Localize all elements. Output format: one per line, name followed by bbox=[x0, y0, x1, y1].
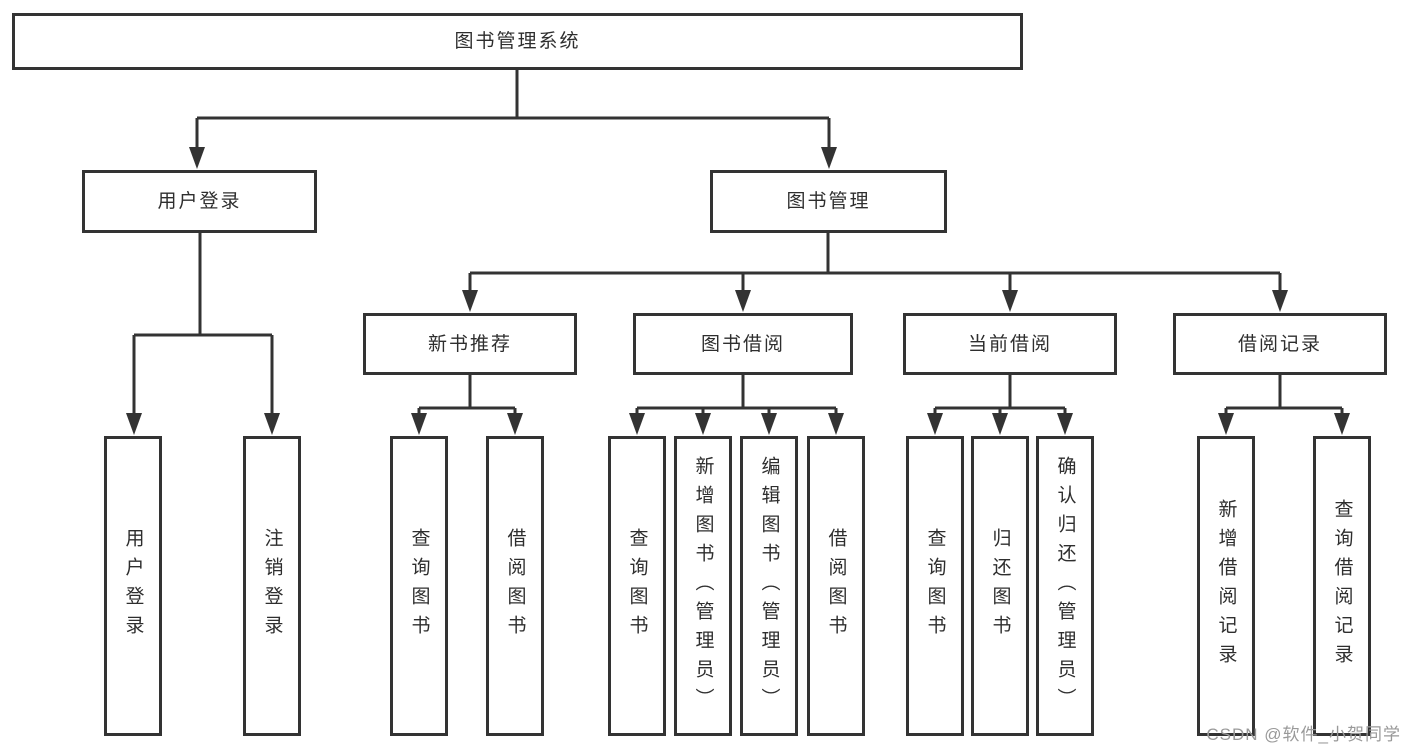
borrow-records-children-connectors bbox=[1218, 375, 1350, 435]
csdn-watermark: CSDN @软件_小贺同学 bbox=[1206, 725, 1401, 744]
arrowhead bbox=[1334, 413, 1350, 435]
arrowhead bbox=[761, 413, 777, 435]
leaf-add-borrow-record: 新增借阅记录 bbox=[1197, 436, 1255, 736]
arrowhead bbox=[927, 413, 943, 435]
leaf-borrow-books: 借阅图书 bbox=[807, 436, 865, 736]
leaf-query-books-recommend: 查询图书 bbox=[390, 436, 448, 736]
node-borrow-records: 借阅记录 bbox=[1173, 313, 1387, 375]
node-user-login: 用户登录 bbox=[82, 170, 317, 233]
leaf-logout: 注销登录 bbox=[243, 436, 301, 736]
arrowhead bbox=[828, 413, 844, 435]
arrowhead bbox=[695, 413, 711, 435]
arrowhead bbox=[1218, 413, 1234, 435]
arrowhead bbox=[735, 290, 751, 312]
leaf-edit-books-admin: 编辑图书（管理员） bbox=[740, 436, 798, 736]
arrowhead bbox=[189, 147, 205, 169]
new-book-children-connectors bbox=[411, 375, 523, 435]
node-current-borrow: 当前借阅 bbox=[903, 313, 1117, 375]
arrowhead bbox=[126, 413, 142, 435]
leaf-user-login: 用户登录 bbox=[104, 436, 162, 736]
leaf-query-books-borrow: 查询图书 bbox=[608, 436, 666, 736]
leaf-return-books: 归还图书 bbox=[971, 436, 1029, 736]
arrowhead bbox=[1002, 290, 1018, 312]
book-borrow-children-connectors bbox=[629, 375, 844, 435]
arrowhead bbox=[629, 413, 645, 435]
leaf-query-borrow-record: 查询借阅记录 bbox=[1313, 436, 1371, 736]
leaf-add-books-admin: 新增图书（管理员） bbox=[674, 436, 732, 736]
arrowhead bbox=[992, 413, 1008, 435]
user-login-children-connectors bbox=[126, 233, 280, 435]
leaf-borrow-books-recommend: 借阅图书 bbox=[486, 436, 544, 736]
arrowhead bbox=[507, 413, 523, 435]
leaf-confirm-return-admin: 确认归还（管理员） bbox=[1036, 436, 1094, 736]
root-to-level2-connectors bbox=[189, 70, 837, 169]
arrowhead bbox=[462, 290, 478, 312]
node-library-system: 图书管理系统 bbox=[12, 13, 1023, 70]
arrowhead bbox=[1057, 413, 1073, 435]
arrowhead bbox=[411, 413, 427, 435]
arrowhead bbox=[821, 147, 837, 169]
arrowhead bbox=[264, 413, 280, 435]
node-book-management: 图书管理 bbox=[710, 170, 947, 233]
current-borrow-children-connectors bbox=[927, 375, 1073, 435]
node-new-book-recommend: 新书推荐 bbox=[363, 313, 577, 375]
arrowhead bbox=[1272, 290, 1288, 312]
leaf-query-books-current: 查询图书 bbox=[906, 436, 964, 736]
node-book-borrow: 图书借阅 bbox=[633, 313, 853, 375]
book-management-children-connectors bbox=[462, 233, 1288, 312]
